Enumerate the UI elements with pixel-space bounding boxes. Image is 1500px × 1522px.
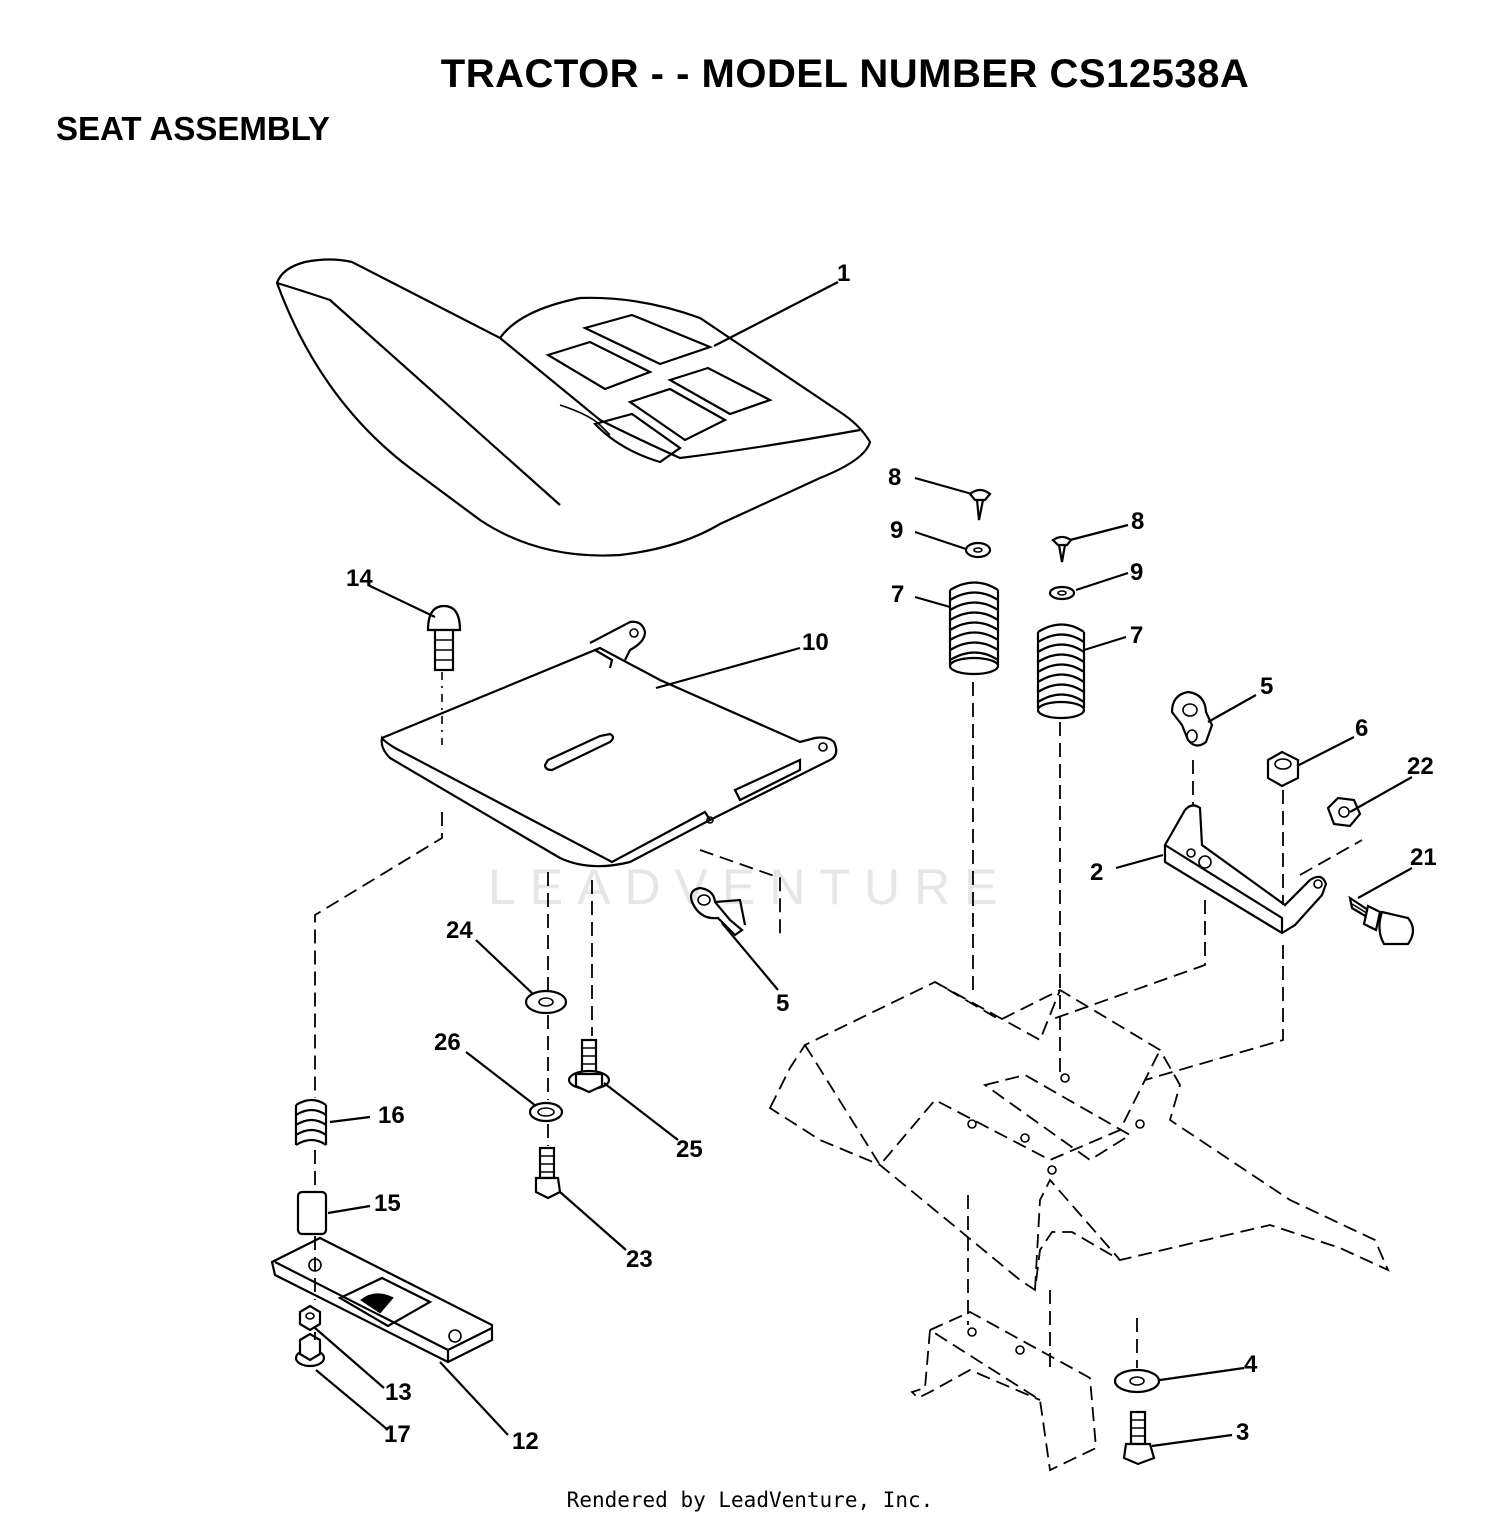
screw-8-left-part — [968, 488, 992, 521]
callout-8-right: 8 — [1131, 508, 1144, 535]
screw-8-right-part — [1051, 535, 1073, 563]
callout-13: 13 — [385, 1379, 412, 1406]
callout-17: 17 — [384, 1421, 411, 1448]
spring-small-part — [294, 1098, 328, 1146]
callout-5-right: 5 — [1260, 673, 1273, 700]
callout-2: 2 — [1090, 859, 1103, 886]
callout-9-left: 9 — [890, 517, 903, 544]
callout-3: 3 — [1236, 1419, 1249, 1446]
watermark: LEADVENTURE — [488, 859, 1012, 915]
spacer-part — [296, 1190, 328, 1236]
callout-16: 16 — [378, 1102, 405, 1129]
assembly-centerlines — [314, 672, 1363, 1370]
carriage-bolt-part — [426, 604, 462, 672]
callout-24: 24 — [446, 917, 473, 944]
shoulder-bolt-part — [1348, 895, 1415, 946]
callout-4: 4 — [1244, 1351, 1258, 1378]
callout-7-left: 7 — [891, 581, 904, 608]
flange-nut-17-part — [294, 1332, 326, 1368]
leader-lines — [314, 281, 1413, 1448]
bolt-23-part — [534, 1146, 562, 1200]
callout-25: 25 — [676, 1136, 703, 1163]
callout-labels: 1 2 3 4 5 5 6 7 7 8 8 9 9 10 12 13 14 15… — [346, 260, 1437, 1455]
callout-22: 22 — [1407, 753, 1434, 780]
callout-7-right: 7 — [1130, 622, 1143, 649]
callout-9-right: 9 — [1130, 559, 1143, 586]
nut-6-part — [1266, 750, 1300, 788]
callout-14: 14 — [346, 565, 373, 592]
bolt-25-part — [567, 1038, 611, 1094]
section-title: SEAT ASSEMBLY — [56, 110, 330, 147]
callout-8-left: 8 — [888, 464, 901, 491]
pivot-bracket-part — [270, 1236, 494, 1364]
callout-10: 10 — [802, 629, 829, 656]
clip-5-left-part — [689, 886, 747, 937]
callout-26: 26 — [434, 1029, 461, 1056]
seat-part — [275, 258, 872, 557]
callout-1: 1 — [837, 260, 850, 287]
callout-6: 6 — [1355, 715, 1368, 742]
nut-13-part — [298, 1304, 322, 1332]
seat-bracket-part — [1163, 804, 1328, 935]
washer-9-right-part — [1048, 585, 1076, 601]
tractor-frame-reference — [768, 980, 1390, 1472]
callout-15: 15 — [374, 1190, 401, 1217]
washer-4-part — [1113, 1368, 1161, 1394]
callout-5-left: 5 — [776, 990, 789, 1017]
spring-7-left-part — [948, 581, 1000, 676]
seat-pan-part — [380, 620, 838, 868]
callout-23: 23 — [626, 1246, 653, 1273]
nut-22-part — [1326, 796, 1362, 828]
spring-7-right-part — [1036, 623, 1086, 720]
bolt-3-part — [1122, 1410, 1156, 1466]
callout-21: 21 — [1410, 844, 1437, 871]
washer-24-part — [524, 989, 568, 1015]
washer-9-left-part — [964, 541, 992, 559]
clip-5-right-part — [1170, 690, 1214, 747]
callout-12: 12 — [512, 1428, 539, 1455]
page-title: TRACTOR - - MODEL NUMBER CS12538A — [440, 52, 1250, 96]
footer-credit: Rendered by LeadVenture, Inc. — [566, 1488, 934, 1512]
lock-washer-26-part — [528, 1101, 564, 1123]
